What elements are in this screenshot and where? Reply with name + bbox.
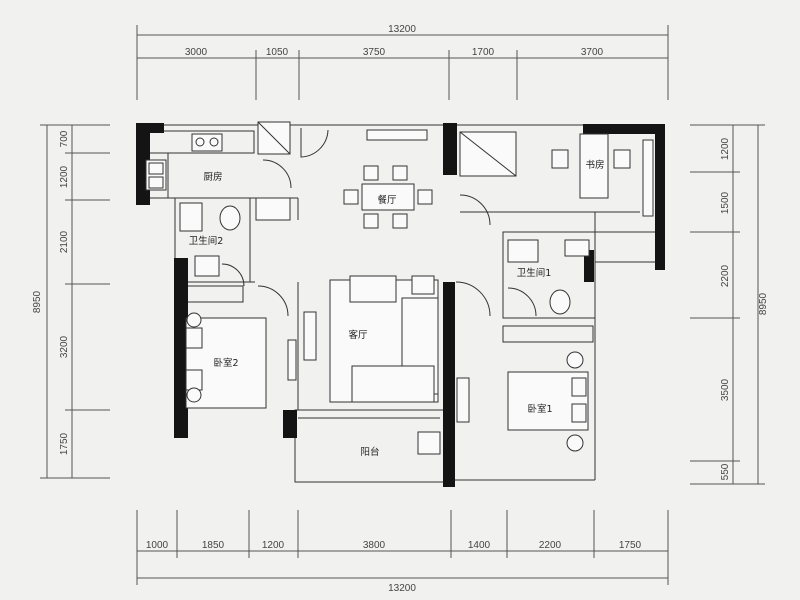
radiator-icon: [642, 139, 654, 217]
wall-segment: [174, 258, 188, 438]
bottom-dimensions: 1000 1850 1200 3800 1400 2200 1750 13200: [136, 510, 669, 594]
bottom-dim-6: 2200: [539, 540, 562, 551]
room-labels: 厨房 餐厅 书房 卫生间2 卫生间1 客厅 卧室2 卧室1 阳台: [189, 159, 605, 458]
room-label-bath1: 卫生间1: [517, 267, 552, 279]
fridge-icon: [257, 121, 291, 155]
shower-icon: [507, 239, 539, 263]
door-swing-icon: [507, 287, 537, 317]
nightstand-icon: [566, 434, 584, 452]
right-dimensions: 1200 1500 2200 3500 550 8950: [690, 124, 769, 485]
door-swing-icon: [221, 263, 245, 287]
wall-segment: [584, 250, 594, 282]
left-dim-5: 1750: [59, 432, 70, 455]
left-dim-1: 700: [59, 130, 70, 147]
bed-icon: [507, 371, 589, 431]
tv-cabinet-icon: [303, 311, 317, 361]
left-dim-4: 3200: [59, 335, 70, 358]
right-dim-5: 550: [720, 463, 731, 480]
right-dim-1: 1200: [720, 137, 731, 160]
bottom-dim-2: 1850: [202, 540, 225, 551]
door-swing-icon: [262, 159, 292, 189]
room-label-study: 书房: [585, 159, 604, 171]
chair-icon: [551, 149, 569, 169]
right-dim-3: 2200: [720, 264, 731, 287]
top-dim-1: 3000: [185, 47, 208, 58]
bottom-dim-7: 1750: [619, 540, 642, 551]
wall-segment: [655, 130, 665, 270]
washer-icon: [255, 197, 291, 221]
toilet-icon: [549, 289, 571, 315]
room-label-dining: 餐厅: [377, 194, 397, 206]
top-total-dim: 13200: [388, 24, 416, 35]
wall-segment: [283, 410, 297, 438]
armchair-icon: [349, 275, 397, 303]
interior-lines: [145, 124, 662, 483]
desk-icon: [579, 133, 609, 199]
toilet-icon: [219, 205, 241, 231]
room-label-kitchen: 厨房: [203, 171, 222, 183]
left-dimensions: 8950 700 1200 2100 3200 1750: [32, 124, 110, 479]
dining-table-icon: [343, 165, 433, 229]
room-label-bedroom2: 卧室2: [213, 357, 238, 369]
nightstand-icon: [566, 351, 584, 369]
bottom-total-dim: 13200: [388, 583, 416, 594]
entry-door-icon: [300, 128, 329, 158]
wall-segment: [443, 123, 457, 175]
washbasin-icon: [564, 239, 590, 257]
right-dim-4: 3500: [720, 378, 731, 401]
top-dim-3: 3750: [363, 47, 386, 58]
cabinet-icon: [366, 129, 428, 141]
wall-segment: [583, 124, 665, 134]
side-table-icon: [411, 275, 435, 295]
left-dim-2: 1200: [59, 165, 70, 188]
nightstand-icon: [186, 312, 202, 328]
wall-segment: [443, 282, 455, 487]
door-swing-icon: [257, 285, 289, 317]
walls: [136, 123, 665, 487]
utility-sink-icon: [417, 431, 441, 455]
door-swing-icon: [455, 281, 491, 317]
chair-icon: [613, 149, 631, 169]
shower-icon: [179, 202, 203, 232]
room-label-living: 客厅: [348, 329, 368, 341]
nightstand-icon: [186, 387, 202, 403]
top-dimensions: 13200 3000 1050 3750 1700 3700: [136, 24, 669, 100]
wall-segment: [150, 123, 164, 133]
washbasin-icon: [194, 255, 220, 277]
tv-unit-icon: [456, 377, 470, 423]
room-label-balcony: 阳台: [360, 446, 379, 458]
tv-unit-icon: [287, 339, 297, 381]
room-label-bath2: 卫生间2: [189, 235, 224, 247]
bottom-dim-1: 1000: [146, 540, 169, 551]
sink-icon: [145, 159, 167, 191]
door-swing-icon: [459, 194, 491, 226]
left-dim-3: 2100: [59, 230, 70, 253]
sofa-icon: [329, 279, 439, 403]
top-dim-2: 1050: [266, 47, 289, 58]
stove-icon: [191, 133, 223, 152]
bottom-dim-3: 1200: [262, 540, 285, 551]
bottom-dim-5: 1400: [468, 540, 491, 551]
left-total-dim: 8950: [32, 290, 43, 313]
room-label-bedroom1: 卧室1: [527, 403, 552, 415]
bottom-dim-4: 3800: [363, 540, 386, 551]
right-total-dim: 8950: [758, 292, 769, 315]
right-dim-2: 1500: [720, 191, 731, 214]
top-dim-4: 1700: [472, 47, 495, 58]
top-dim-5: 3700: [581, 47, 604, 58]
